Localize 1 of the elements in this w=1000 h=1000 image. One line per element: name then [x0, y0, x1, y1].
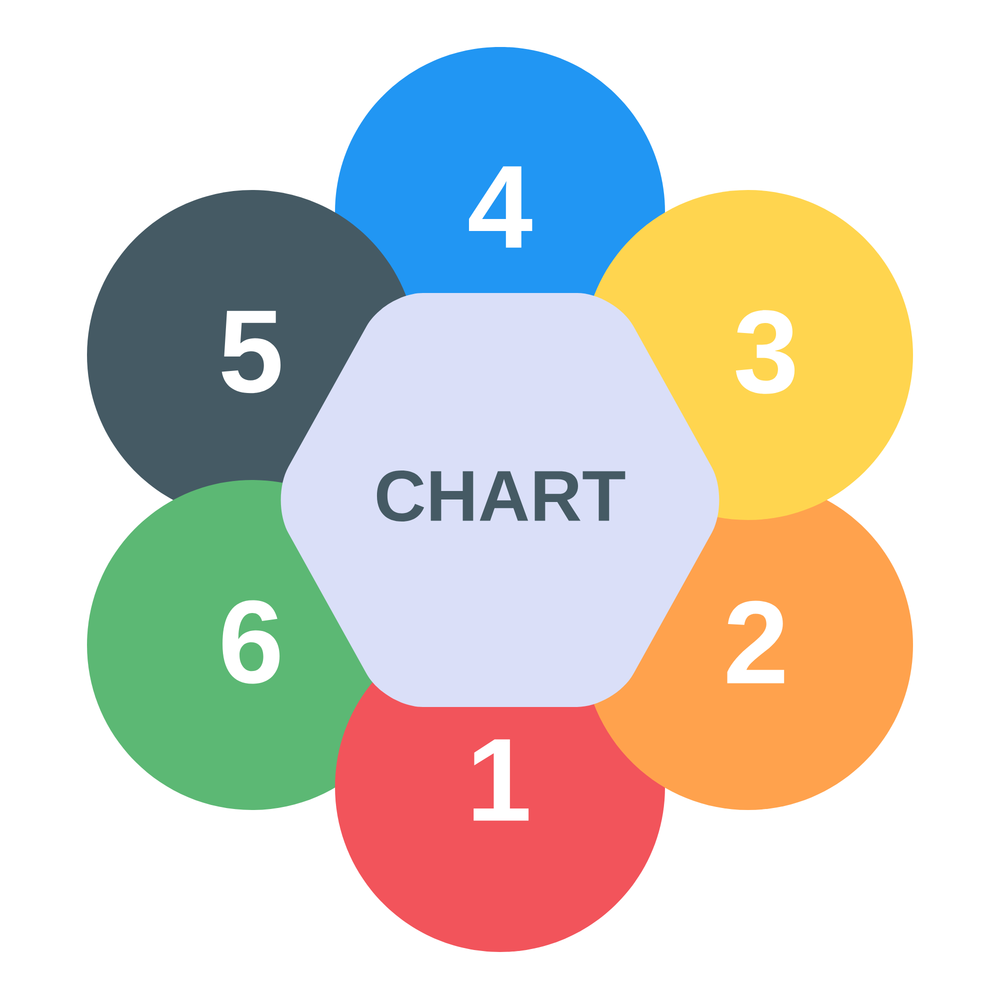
- hexagon: CHART: [280, 293, 720, 707]
